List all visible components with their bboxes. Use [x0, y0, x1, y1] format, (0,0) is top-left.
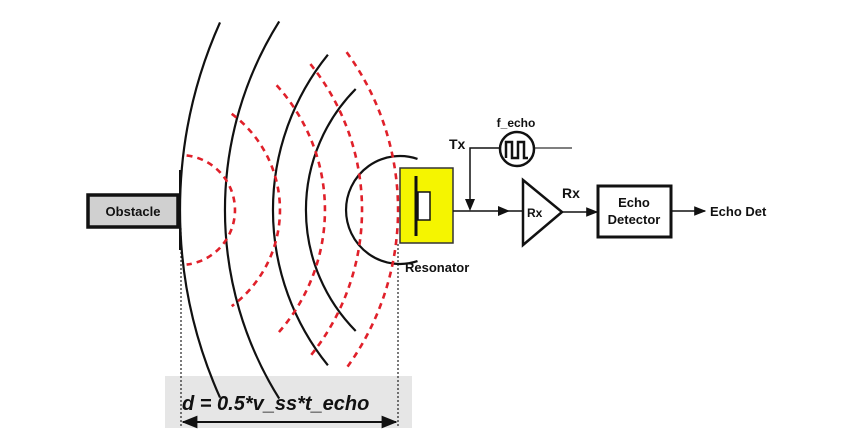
transducer-body [417, 191, 431, 221]
obstacle-block: Obstacle [86, 193, 180, 229]
emitted-wavefronts [178, 20, 418, 400]
tx-arrow-icon [465, 199, 475, 211]
obstacle-label: Obstacle [106, 204, 161, 219]
f-echo-label: f_echo [497, 116, 536, 130]
echo-wavefront-2 [230, 112, 282, 308]
emitted-wavefront-1 [344, 154, 418, 266]
square-wave-icon [504, 140, 528, 160]
tx-wire [469, 147, 500, 205]
emitted-wavefront-5 [178, 21, 222, 399]
echo-wavefront-4 [309, 63, 364, 357]
emitted-wavefront-2 [304, 88, 357, 332]
echo-wavefront-3 [275, 84, 327, 336]
echo-wavefront-5 [345, 51, 400, 369]
rx-amplifier-label: Rx [527, 206, 543, 220]
echo-wavefront-1 [186, 154, 237, 266]
rx-output-label: Rx [562, 185, 580, 201]
echo-detector-label-line1: Echo [618, 195, 650, 210]
echo-det-output-label: Echo Det [710, 204, 767, 219]
distance-formula: d = 0.5*v_ss*t_echo [182, 393, 369, 415]
emitted-wavefront-3 [271, 54, 329, 366]
resonator-label: Resonator [405, 260, 469, 275]
rx-amplifier-icon [521, 177, 564, 248]
f-echo-source [498, 130, 536, 168]
emitted-wavefront-4 [223, 20, 281, 400]
signal-arrow-icon [498, 206, 510, 216]
echo-wavefronts [186, 51, 400, 369]
echo-detector-label-line2: Detector [608, 212, 661, 227]
resonator-block [399, 167, 454, 244]
tx-label: Tx [449, 136, 466, 152]
